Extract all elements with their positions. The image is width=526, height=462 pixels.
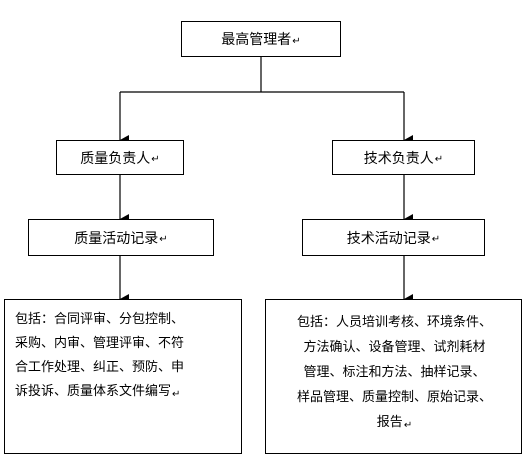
- tech-detail-line: 管理、标注和方法、抽样记录、: [303, 365, 486, 380]
- quality-activity-box: 质量活动记录↵: [28, 219, 214, 256]
- tech-detail-box: 包括：人员培训考核、环境条件、 方法确认、设备管理、试剂耗材 管理、标注和方法、…: [265, 299, 522, 454]
- return-mark-icon: ↵: [159, 234, 168, 245]
- tech-detail-line: 样品管理、质量控制、原始记录、: [296, 390, 492, 405]
- tech-detail-line: 包括：人员培训考核、环境条件、: [296, 315, 492, 330]
- tech-detail-line: 报告: [376, 415, 403, 430]
- quality-detail-box: 包括：合同评审、分包控制、 采购、内审、管理评审、不符 合工作处理、纠正、预防、…: [4, 299, 242, 454]
- return-mark-icon: ↵: [172, 389, 181, 400]
- quality-detail-line: 采购、内审、管理评审、不符: [15, 336, 185, 351]
- quality-detail-line: 诉投诉、质量体系文件编写: [15, 384, 172, 399]
- quality-head-box: 质量负责人↵: [56, 140, 184, 175]
- return-mark-icon: ↵: [431, 234, 441, 245]
- top-manager-label: 最高管理者: [221, 32, 292, 48]
- tech-head-box: 技术负责人↵: [332, 140, 475, 175]
- top-manager-box: 最高管理者↵: [181, 21, 341, 57]
- quality-detail-line: 包括：合同评审、分包控制、: [15, 312, 185, 327]
- return-mark-icon: ↵: [292, 35, 301, 47]
- quality-head-label: 质量负责人: [80, 150, 151, 167]
- tech-activity-box: 技术活动记录↵: [302, 219, 485, 256]
- tech-detail-line: 方法确认、设备管理、试剂耗材: [303, 340, 486, 355]
- tech-activity-label: 技术活动记录: [346, 230, 431, 247]
- tech-head-label: 技术负责人: [363, 150, 434, 167]
- return-mark-icon: ↵: [151, 154, 160, 165]
- quality-activity-label: 质量活动记录: [74, 230, 159, 247]
- return-mark-icon: ↵: [403, 420, 413, 431]
- quality-detail-line: 合工作处理、纠正、预防、申: [15, 360, 185, 375]
- return-mark-icon: ↵: [434, 154, 444, 165]
